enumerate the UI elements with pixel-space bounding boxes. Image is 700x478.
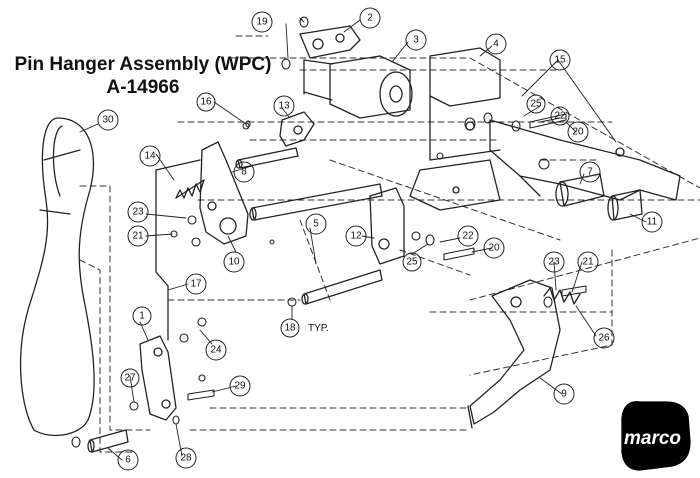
callout-label: 30 bbox=[102, 115, 114, 126]
callout-label: 29 bbox=[234, 381, 246, 392]
callout-label: 20 bbox=[572, 127, 584, 138]
typ-note: TYP. bbox=[308, 323, 329, 334]
bracket-part bbox=[299, 25, 361, 59]
title-assembly-name: Pin Hanger Assembly (WPC) bbox=[14, 54, 272, 75]
callout-label: 24 bbox=[210, 345, 222, 356]
callout-label: 9 bbox=[561, 389, 567, 400]
callout-label: 13 bbox=[278, 101, 290, 112]
cam-part bbox=[279, 111, 315, 147]
callout-label: 22 bbox=[462, 231, 474, 242]
fasteners bbox=[71, 16, 587, 448]
callout-label: 22 bbox=[554, 111, 566, 122]
callout-label: 1 bbox=[139, 311, 145, 322]
large-arm-part bbox=[467, 279, 561, 429]
spring-part bbox=[175, 179, 205, 199]
pivot-block-part bbox=[369, 187, 405, 265]
callout-numbers: 1 2 3 4 5 6 7 8 9 10 11 12 13 14 15 16 1… bbox=[102, 13, 657, 466]
callout-leaders bbox=[79, 17, 647, 461]
shaft-part-lower bbox=[301, 269, 383, 305]
callout-label: 28 bbox=[180, 453, 192, 464]
callout-label: 19 bbox=[256, 17, 268, 28]
callout-label: 14 bbox=[144, 151, 156, 162]
callout-label: 18 bbox=[284, 323, 296, 334]
callout-label: 6 bbox=[125, 455, 131, 466]
callout-label: 2 bbox=[367, 13, 373, 24]
callout-label: 4 bbox=[493, 39, 499, 50]
callout-label: 23 bbox=[132, 207, 144, 218]
diagram-title: Pin Hanger Assembly (WPC) A-14966 bbox=[8, 54, 278, 99]
callout-label: 12 bbox=[350, 231, 362, 242]
callout-label: 23 bbox=[548, 257, 560, 268]
callout-label: 21 bbox=[582, 257, 594, 268]
bowling-pin-part bbox=[20, 117, 95, 437]
logo-wordmark: marco bbox=[624, 428, 681, 449]
coil-part bbox=[303, 55, 413, 119]
shaft-part-mid bbox=[235, 147, 299, 169]
callout-label: 25 bbox=[530, 99, 542, 110]
callout-label: 10 bbox=[228, 257, 240, 268]
callout-label: 5 bbox=[313, 219, 319, 230]
roller-part bbox=[555, 173, 605, 207]
callout-label: 17 bbox=[190, 279, 202, 290]
pin-hanger-arm-part bbox=[199, 141, 249, 245]
callout-label: 16 bbox=[200, 97, 212, 108]
wire-link-part bbox=[155, 159, 201, 341]
logo-badge bbox=[621, 401, 691, 471]
callout-label: 26 bbox=[598, 333, 610, 344]
callout-label: 20 bbox=[488, 243, 500, 254]
callout-label: 25 bbox=[406, 257, 418, 268]
callout-label: 7 bbox=[587, 167, 593, 178]
marco-logo: marco bbox=[621, 401, 691, 471]
lower-bracket-part bbox=[139, 335, 177, 421]
callout-label: 11 bbox=[647, 217, 658, 228]
callout-label: 3 bbox=[413, 35, 419, 46]
callout-label: 8 bbox=[241, 167, 247, 178]
callout-bubbles bbox=[97, 7, 663, 471]
mounting-bracket-part bbox=[409, 47, 501, 211]
pin-shaft-part bbox=[87, 429, 129, 453]
callout-label: 15 bbox=[554, 55, 566, 66]
title-part-number: A-14966 bbox=[106, 77, 180, 98]
shaft-part-long bbox=[249, 183, 383, 221]
callout-label: 21 bbox=[132, 231, 144, 242]
callout-label: 27 bbox=[124, 373, 136, 384]
roller-small-part bbox=[607, 189, 643, 221]
